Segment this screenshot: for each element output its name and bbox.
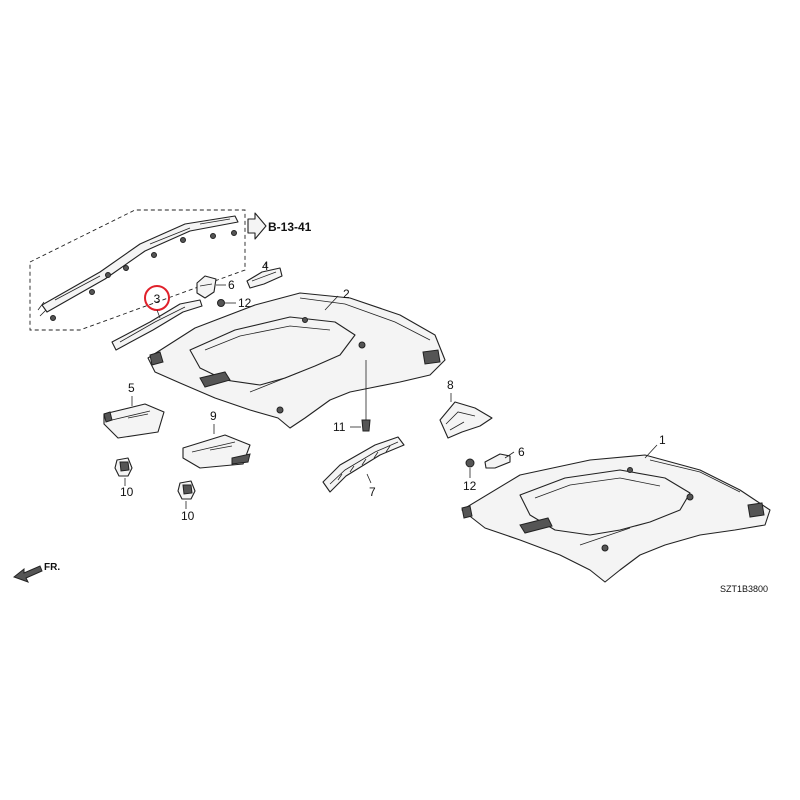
part-8-bracket[interactable] [439, 401, 493, 439]
part-10-visor-holder-b[interactable] [177, 480, 196, 500]
part-2-headliner[interactable] [147, 292, 446, 429]
callout-10b[interactable]: 10 [181, 509, 195, 523]
callout-9[interactable]: 9 [210, 409, 217, 423]
front-label: FR. [44, 562, 60, 573]
part-12-screw-left[interactable] [217, 299, 225, 307]
part-10-visor-holder-a[interactable] [114, 457, 133, 477]
callout-7[interactable]: 7 [369, 485, 376, 499]
part-3-roof-trim[interactable] [111, 299, 203, 351]
front-direction-arrow: FR. [12, 562, 60, 583]
callout-3[interactable]: 3 [154, 292, 161, 306]
diagram-code: SZT1B3800 [720, 584, 768, 594]
reference-label: B-13-41 [268, 220, 312, 234]
airbag-clip [50, 315, 56, 321]
part-1-headliner-assembly[interactable] [461, 454, 771, 583]
callout-6a[interactable]: 6 [228, 278, 235, 292]
curtain-airbag[interactable] [37, 215, 239, 321]
callout-6b[interactable]: 6 [518, 445, 525, 459]
callout-12a[interactable]: 12 [238, 296, 252, 310]
part-9-sun-visor[interactable] [182, 434, 251, 469]
part-7-trim[interactable] [322, 436, 405, 493]
callout-11[interactable]: 11 [333, 420, 346, 434]
part-6-clip-left[interactable] [196, 275, 217, 299]
part-5-sun-visor[interactable] [103, 403, 165, 439]
airbag-group-box [29, 209, 246, 331]
reference-arrow[interactable]: B-13-41 [247, 212, 312, 240]
part-6-clip-right[interactable] [484, 453, 511, 469]
callout-10a[interactable]: 10 [120, 485, 134, 499]
part-4-bracket[interactable] [246, 267, 283, 289]
callout-8[interactable]: 8 [447, 378, 454, 392]
callout-12b[interactable]: 12 [463, 479, 477, 493]
callout-1[interactable]: 1 [659, 433, 666, 447]
part-11-fastener[interactable] [361, 419, 371, 432]
callout-2[interactable]: 2 [343, 287, 350, 301]
callout-5[interactable]: 5 [128, 381, 135, 395]
callout-4[interactable]: 4 [262, 259, 269, 273]
part-12-screw-right[interactable] [465, 458, 475, 468]
